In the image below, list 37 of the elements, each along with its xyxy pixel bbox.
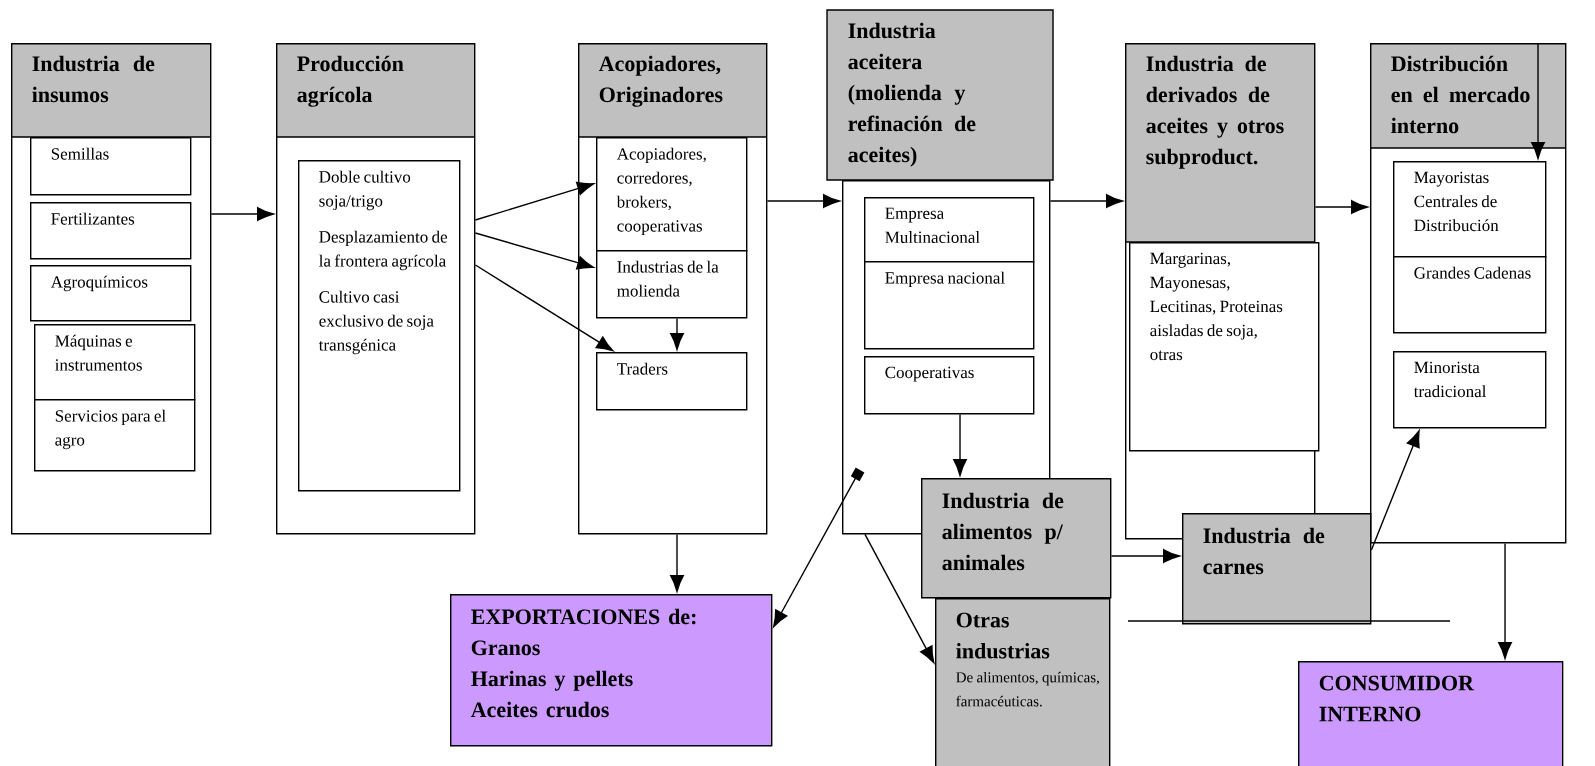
arrow <box>1531 42 1545 159</box>
industry-box: Otras industrias De alimentos, químicas, farmacéuticas. <box>935 598 1111 766</box>
arrow <box>210 207 274 221</box>
item-box: Traders <box>596 352 748 411</box>
item-box: Semillas <box>30 137 192 196</box>
item-box: Doble cultivo soja/trigo Desplazamiento de la frontera agrícola Cultivo casi exclusivo de soja transgénica <box>298 160 461 492</box>
item-box: Grandes Cadenas <box>1393 256 1547 334</box>
arrow <box>1110 549 1180 563</box>
item-box: Industrias de la molienda <box>596 250 748 319</box>
arrow <box>1049 194 1123 208</box>
arrow <box>474 232 595 270</box>
item-box: Minorista tradicional <box>1393 351 1547 429</box>
item-box: Margarinas, Mayonesas, Lecitinas, Proteinas aisladas de soja, otras <box>1129 242 1320 452</box>
item-box: Cooperativas <box>864 356 1035 415</box>
node-label: Industria aceitera (molienda y refinación de aceites) <box>848 22 976 167</box>
destination-box: CONSUMIDOR INTERNO <box>1298 661 1564 766</box>
item-box: Empresa Multinacional <box>864 197 1035 263</box>
item-box: Empresa nacional <box>864 261 1035 350</box>
arrow <box>670 317 684 350</box>
arrow <box>773 467 865 628</box>
item-box: Acopiadores, corredores, brokers, cooperativas <box>596 137 748 252</box>
destination-box: EXPORTACIONES de: Granos Harinas y pellets Aceites crudos <box>450 594 773 747</box>
arrow <box>474 264 614 352</box>
arrow <box>953 413 967 476</box>
arrow <box>864 533 935 664</box>
arrow <box>1498 542 1512 659</box>
item-box: Agroquímicos <box>30 265 192 322</box>
arrow <box>670 533 684 592</box>
item-box: Fertilizantes <box>30 202 192 260</box>
item-box: Servicios para el agro <box>34 399 196 472</box>
item-box: Máquinas e instrumentos <box>34 324 196 401</box>
arrow <box>1314 200 1368 214</box>
arrow <box>474 181 595 221</box>
item-box: Mayoristas Centrales de Distribución <box>1393 161 1547 258</box>
industry-box: Industria de carnes <box>1182 513 1372 625</box>
arrow <box>766 194 840 208</box>
industry-box: Industria de alimentos p/ animales <box>921 478 1112 599</box>
